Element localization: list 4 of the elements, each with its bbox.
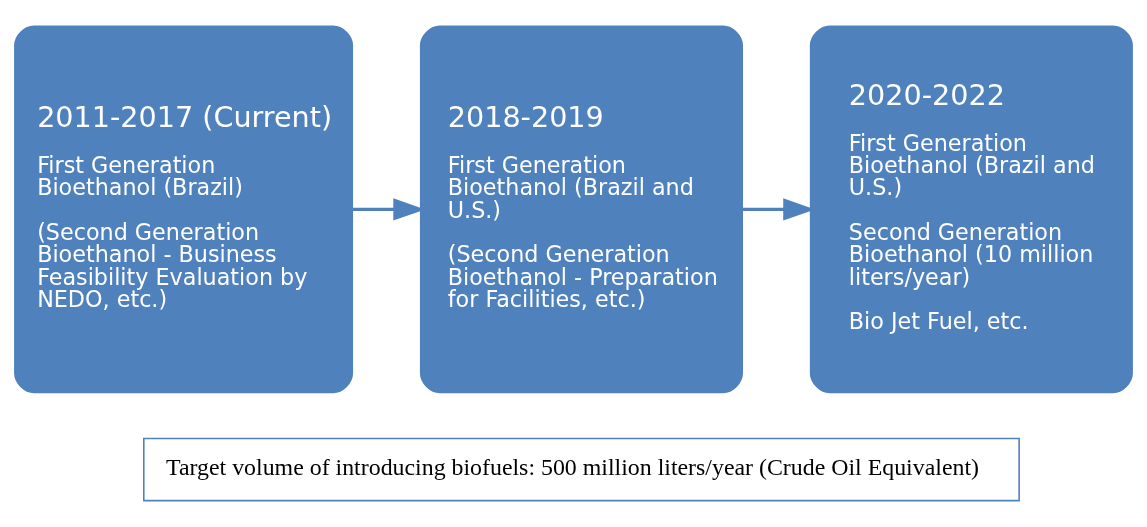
node-box: Target volume of introducing biofuels: 500 million liters/year (Crude Oil Equivalent) xyxy=(143,437,1020,502)
node-box: 2018-2019 First Generation Bioethanol (Brazil and U.S.) (Second Generation Bioethanol - Preparation for Facilities, etc.) xyxy=(419,25,743,394)
node-box: 2020-2022 First Generation Bioethanol (Brazil and U.S.) Second Generation Bioethanol (10 million liters/year) Bio Jet Fuel, etc. xyxy=(809,25,1133,394)
node-box: 2011-2017 (Current) First Generation Bioethanol (Brazil) (Second Generation Bioethanol - Business Feasibility Evaluation by NEDO, etc.) xyxy=(14,25,354,394)
